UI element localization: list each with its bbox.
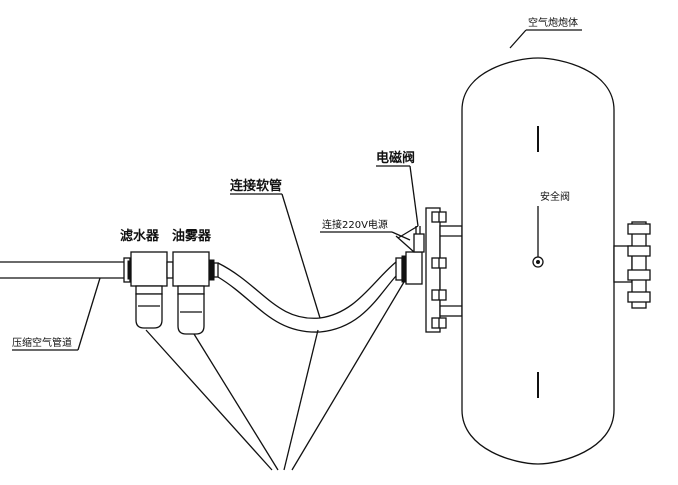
outlet-flange — [613, 221, 651, 309]
air-pipe-label: 压缩空气管道 — [12, 336, 72, 349]
leader-lines — [12, 29, 582, 471]
air-cannon-tank — [461, 57, 615, 465]
solenoid-valve — [395, 225, 425, 285]
compressed-air-pipe — [0, 257, 132, 283]
solenoid-valve-label: 电磁阀 — [376, 150, 415, 166]
oil-mist-lubricator — [172, 251, 219, 335]
water-filter — [130, 251, 174, 329]
safety-valve-label: 安全阀 — [540, 190, 570, 203]
power-label: 连接220V电源 — [322, 218, 388, 231]
hose-label: 连接软管 — [230, 178, 282, 194]
water-filter-label: 滤水器 — [120, 228, 160, 244]
connecting-hose — [217, 261, 397, 333]
tank-label: 空气炮炮体 — [528, 16, 578, 29]
oil-mist-label: 油雾器 — [172, 228, 212, 244]
inlet-flange — [425, 207, 463, 333]
